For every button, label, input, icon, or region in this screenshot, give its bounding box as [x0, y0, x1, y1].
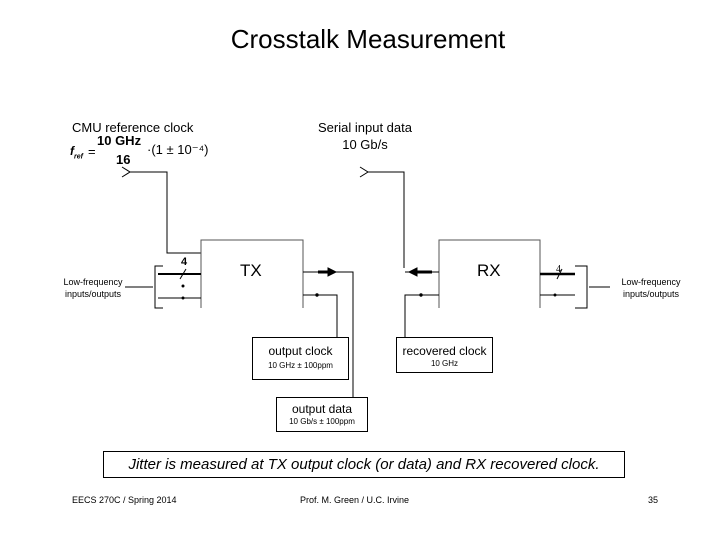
formula-f-sub: ref: [74, 153, 83, 161]
rx-clock-wire: [404, 294, 439, 337]
serial-wire: [368, 171, 405, 268]
output-data-label: output data: [291, 402, 353, 416]
serial-rate: 10 Gb/s: [342, 137, 388, 152]
formula-factor: ·(1 ± 10⁻⁴): [147, 142, 209, 157]
cmu-input-arrow-icon: [121, 166, 131, 178]
tx-label: TX: [240, 261, 262, 280]
lowfreq-right-line1: Low-frequency: [621, 277, 681, 287]
rx-bus-width: 4: [556, 264, 561, 275]
footer-course: EECS 270C / Spring 2014: [72, 495, 177, 505]
lowfreq-right-label: Low-frequency inputs/outputs: [616, 276, 686, 300]
rx-label: RX: [477, 261, 501, 280]
lowfreq-right-line2: inputs/outputs: [622, 289, 680, 299]
footer-page-number: 35: [648, 495, 659, 505]
page-title: Crosstalk Measurement: [230, 24, 506, 54]
rx-data-arrow-icon: [407, 267, 418, 277]
output-clock-box: output clock 10 GHz ± 100ppm: [252, 337, 349, 380]
recovered-clock-spec: 10 GHz: [430, 359, 459, 368]
output-clock-spec: 10 GHz ± 100ppm: [268, 361, 333, 370]
tx-data-arrow-icon: [327, 267, 338, 277]
formula-denominator: 16: [116, 152, 131, 167]
lowfreq-left-label: Low-frequency inputs/outputs: [58, 276, 128, 300]
formula-f: fref: [70, 144, 83, 160]
recovered-clock-box: recovered clock 10 GHz: [396, 337, 493, 373]
footer-author: Prof. M. Green / U.C. Irvine: [300, 495, 410, 505]
formula-f-symbol: f: [70, 144, 74, 158]
lowfreq-left-line2: inputs/outputs: [64, 289, 122, 299]
cmu-label: CMU reference clock: [72, 120, 194, 135]
recovered-clock-label: recovered clock: [402, 344, 487, 358]
output-data-spec: 10 Gb/s ± 100ppm: [289, 417, 355, 426]
serial-input-arrow-icon: [359, 166, 369, 178]
formula-equals: =: [88, 144, 96, 159]
output-data-box: output data 10 Gb/s ± 100ppm: [276, 397, 368, 432]
serial-label: Serial input data: [318, 120, 412, 135]
tx-clock-wire: [303, 294, 338, 337]
output-clock-label: output clock: [268, 344, 333, 358]
formula-numerator: 10 GHz: [97, 133, 142, 148]
tx-bus-width: 4: [181, 256, 188, 268]
jitter-note: Jitter is measured at TX output clock (o…: [103, 451, 625, 478]
cmu-wire: [130, 171, 201, 254]
lowfreq-left-line1: Low-frequency: [63, 277, 123, 287]
